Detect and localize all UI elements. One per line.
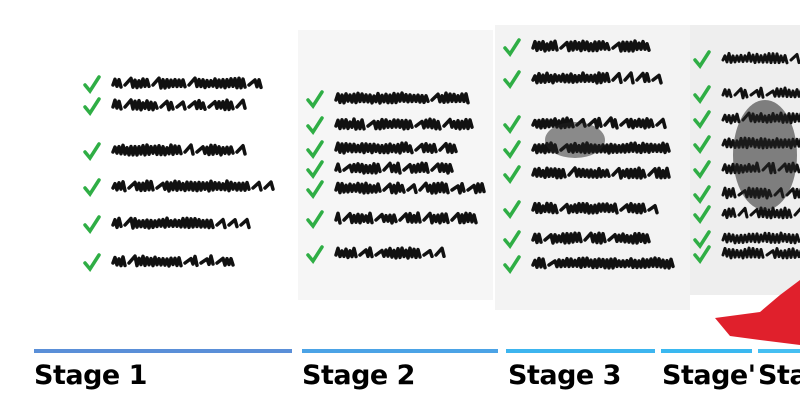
- scribble-text: [334, 117, 474, 131]
- scribble-text: [111, 216, 251, 230]
- checkmark-icon: [693, 85, 711, 104]
- checkmark-icon: [693, 110, 711, 129]
- stage-5-label: Sta: [758, 360, 800, 391]
- scribble-text: [531, 166, 671, 180]
- scribble-text: [533, 233, 653, 243]
- scribble-text: [721, 231, 800, 245]
- checkmark-icon: [306, 116, 324, 135]
- checkmark-icon: [503, 230, 521, 249]
- checkmark-icon: [503, 255, 521, 274]
- stage-4-label: Stage': [662, 360, 756, 391]
- scribble-text: [721, 86, 800, 100]
- scribble-text: [334, 141, 458, 155]
- checkmark-icon: [306, 210, 324, 229]
- scribble-text: [111, 76, 263, 90]
- timeline-bar: [302, 349, 498, 353]
- timeline-bar: [506, 349, 655, 353]
- checkmark-icon: [693, 230, 711, 249]
- paper-stage-2: [298, 30, 493, 300]
- scribble-text: [334, 91, 470, 105]
- checkmark-icon: [83, 142, 101, 161]
- stage-2-label: Stage 2: [302, 360, 415, 391]
- checkmark-icon: [503, 115, 521, 134]
- scribble-text: [336, 248, 448, 258]
- checkmark-icon: [503, 165, 521, 184]
- dense-scribble-blob: [733, 100, 797, 210]
- scribble-text: [113, 256, 237, 266]
- checkmark-icon: [693, 245, 711, 264]
- checkmark-icon: [83, 215, 101, 234]
- red-figure: [715, 280, 800, 345]
- checkmark-icon: [693, 185, 711, 204]
- checkmark-icon: [83, 178, 101, 197]
- stage-3-label: Stage 3: [508, 360, 621, 391]
- scribble-text: [334, 181, 486, 195]
- checkmark-icon: [83, 97, 101, 116]
- dense-scribble-blob: [545, 122, 605, 158]
- checkmark-icon: [693, 205, 711, 224]
- scribble-text: [113, 181, 277, 191]
- scribble-text: [721, 51, 800, 65]
- checkmark-icon: [83, 253, 101, 272]
- checkmark-icon: [503, 200, 521, 219]
- checkmark-icon: [306, 180, 324, 199]
- scribble-text: [721, 206, 800, 220]
- timeline-bar: [661, 349, 752, 353]
- checkmark-icon: [503, 140, 521, 159]
- scribble-text: [531, 39, 651, 53]
- checkmark-icon: [503, 70, 521, 89]
- checkmark-icon: [693, 135, 711, 154]
- checkmark-icon: [306, 90, 324, 109]
- scribble-text: [113, 100, 249, 110]
- timeline-bar: [34, 349, 292, 353]
- scribble-text: [334, 211, 478, 225]
- scribble-text: [111, 143, 247, 157]
- checkmark-icon: [693, 50, 711, 69]
- checkmark-icon: [503, 38, 521, 57]
- timeline-bar: [758, 349, 800, 353]
- scribble-text: [531, 116, 667, 130]
- stage-1-label: Stage 1: [34, 360, 147, 391]
- checkmark-icon: [306, 245, 324, 264]
- checkmark-icon: [83, 75, 101, 94]
- scribble-text: [531, 256, 675, 270]
- checkmark-icon: [693, 160, 711, 179]
- checkmark-icon: [306, 140, 324, 159]
- checkmark-icon: [306, 160, 324, 179]
